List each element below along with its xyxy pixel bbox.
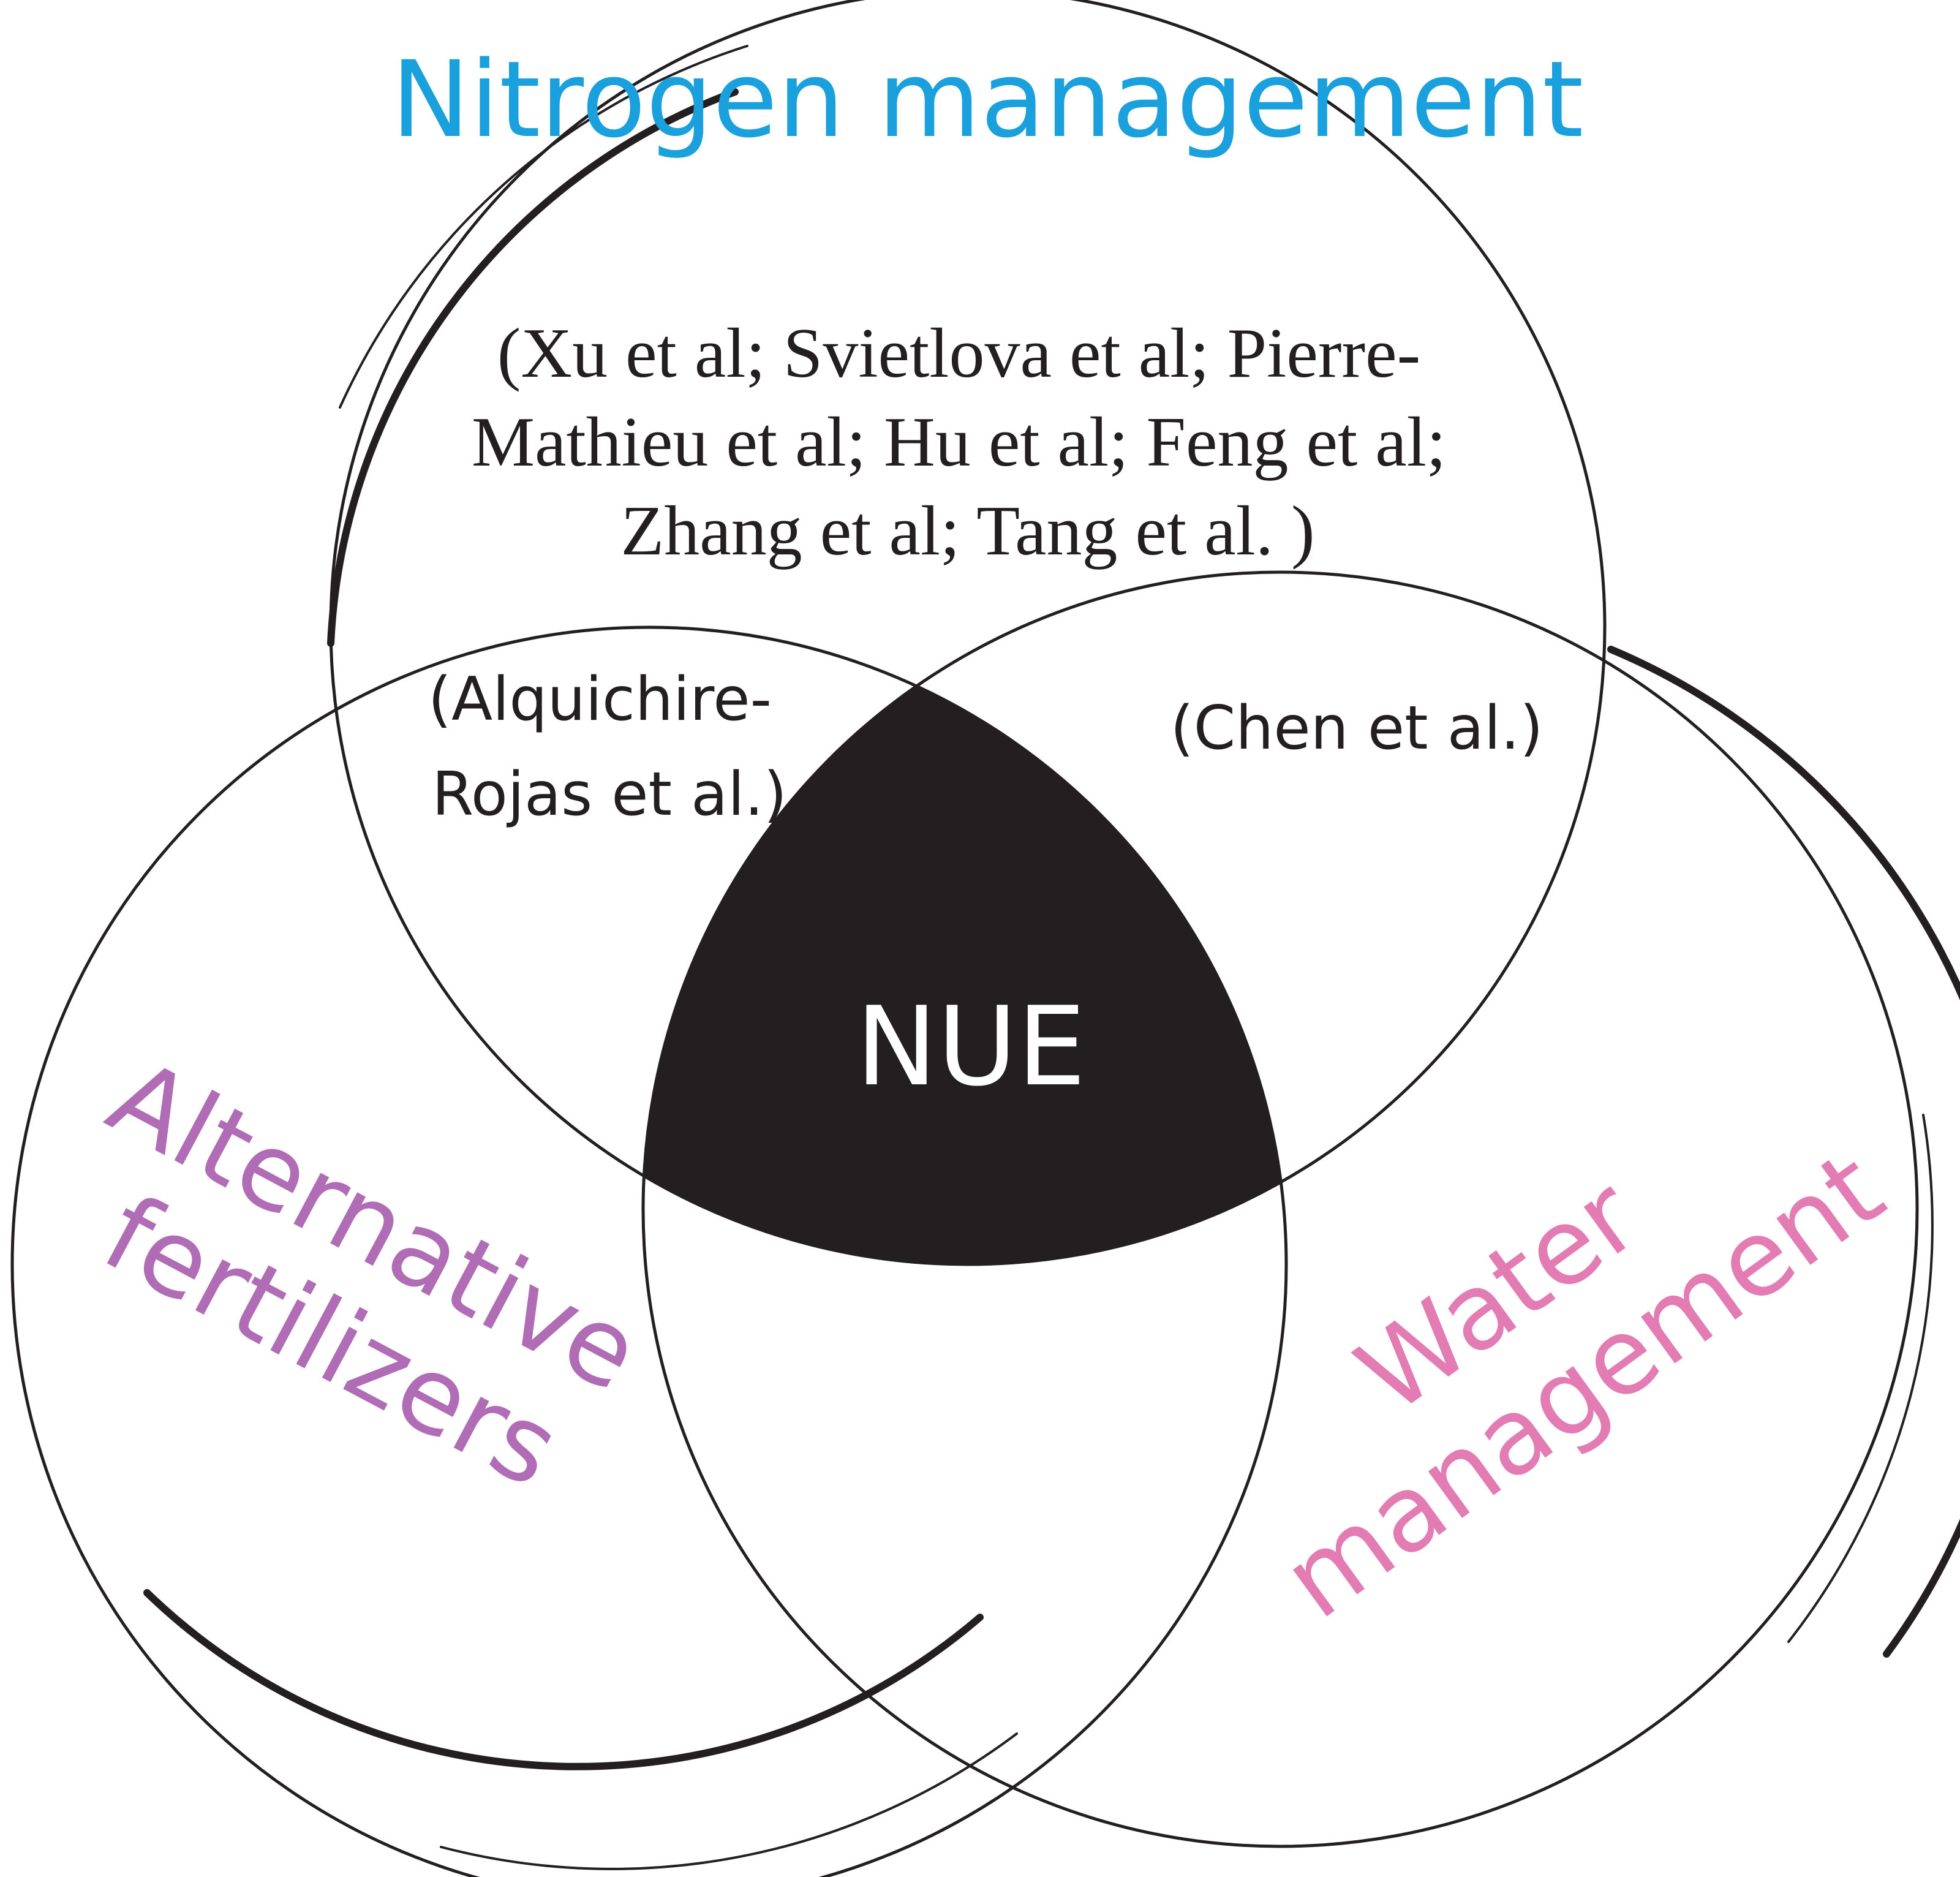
nitrogen-refs-line-3: Zhang et al; Tang et al. ) — [620, 492, 1314, 570]
sketch-stroke-right-thin — [1787, 1114, 1934, 1643]
nitrogen-refs-line-2: Mathieu et al; Hu et al; Feng et al; — [472, 403, 1446, 482]
sketch-stroke-top-outer — [327, 88, 739, 647]
nue-center-label: NUE — [856, 983, 1086, 1110]
sketch-stroke-top-thin — [339, 45, 748, 409]
water-management-label: Water management — [1189, 1029, 1905, 1642]
nitrogen-refs-line-1: (Xu et al; Svietlova et al; Pierre- — [497, 314, 1421, 393]
nitrogen-management-label: Nitrogen management — [391, 38, 1584, 161]
sketch-strokes — [143, 45, 1960, 1870]
sketch-stroke-bottom-thin — [440, 1732, 1018, 1870]
overlap-left-refs-line-2: Rojas et al.) — [432, 760, 787, 829]
water-management-circle — [641, 570, 1919, 1848]
alternative-fertilizers-label: Alternative fertilizers — [32, 1035, 688, 1539]
nitrogen-fertilizer-overlap-references: (Alquichire- Rojas et al.) — [428, 665, 791, 829]
sketch-stroke-right-outer — [1607, 646, 1960, 1658]
nitrogen-only-references: (Xu et al; Svietlova et al; Pierre- Math… — [472, 314, 1464, 570]
alternative-fertilizers-circle — [10, 625, 1288, 1877]
nitrogen-water-overlap-references: (Chen et al.) — [1170, 693, 1544, 763]
sketch-stroke-bottom-outer — [143, 1589, 984, 1770]
overlap-left-refs-line-1: (Alquichire- — [428, 665, 772, 735]
